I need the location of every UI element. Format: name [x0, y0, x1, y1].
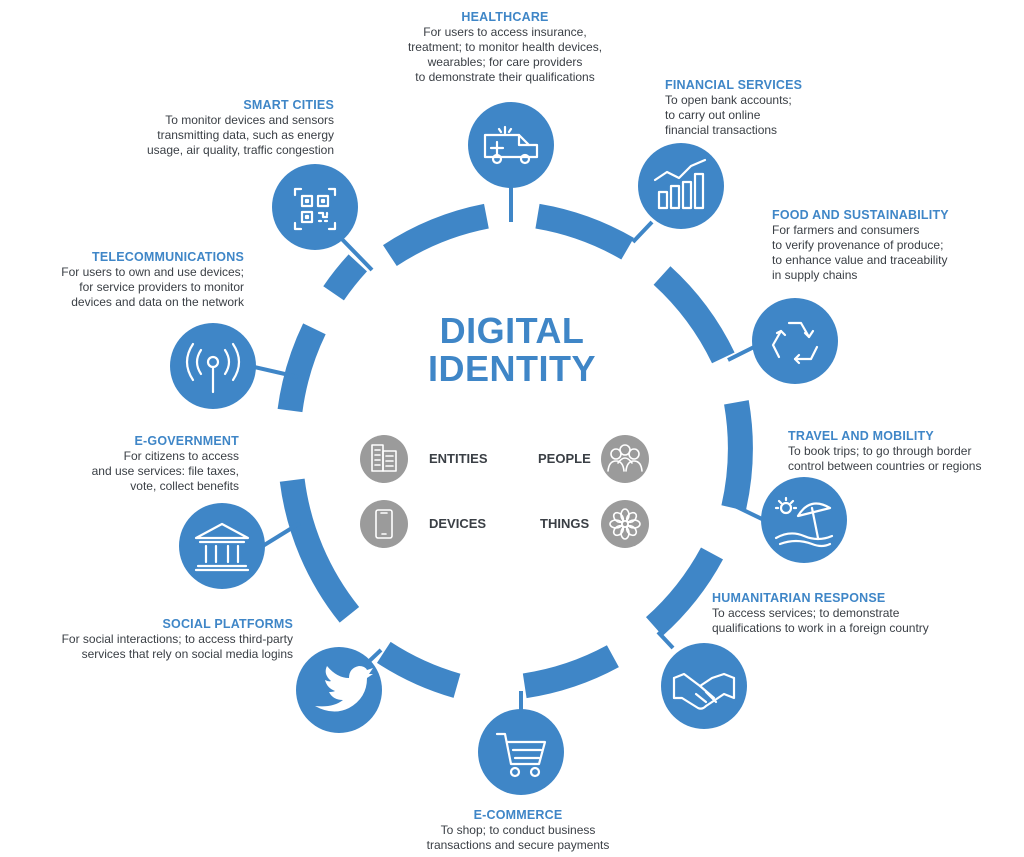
food-label: FOOD AND SUSTAINABILITY For farmers and … — [772, 208, 949, 283]
devices-node — [360, 500, 408, 548]
telecom-label: TELECOMMUNICATIONS For users to own and … — [61, 250, 244, 310]
social-title: SOCIAL PLATFORMS — [162, 617, 293, 631]
ring-segment — [277, 323, 326, 413]
ring-segment — [535, 203, 634, 260]
smartcities-label: SMART CITIES To monitor devices and sens… — [147, 98, 334, 158]
sector-node-food — [752, 298, 838, 384]
travel-title: TRAVEL AND MOBILITY — [788, 429, 934, 443]
social-label: SOCIAL PLATFORMS For social interactions… — [62, 617, 293, 662]
diagram-title: DIGITAL IDENTITY — [428, 312, 596, 388]
sector-node-financial — [638, 143, 724, 229]
humanitarian-label: HUMANITARIAN RESPONSE To access services… — [712, 591, 929, 636]
entities-label: ENTITIES — [429, 451, 488, 466]
ring-segment — [721, 400, 753, 511]
egov-label: E-GOVERNMENT For citizens to access and … — [92, 434, 239, 494]
title-line-2: IDENTITY — [427, 348, 597, 389]
ring-segment — [279, 478, 360, 623]
smartcities-title: SMART CITIES — [243, 98, 334, 112]
qr-code-icon — [293, 187, 337, 231]
connectors — [249, 186, 765, 712]
egov-title: E-GOVERNMENT — [134, 434, 239, 448]
financial-title: FINANCIAL SERVICES — [665, 78, 803, 92]
humanitarian-description: To access services; to demonstrate quali… — [712, 606, 929, 635]
beach-umbrella-icon — [774, 496, 834, 548]
shopping-cart-icon — [495, 732, 547, 778]
bar-chart-icon — [653, 158, 707, 210]
connector-line — [249, 364, 299, 379]
egov-description: For citizens to access and use services:… — [91, 449, 239, 493]
healthcare-label: HEALTHCARE For users to access insurance… — [408, 10, 602, 85]
financial-label: FINANCIAL SERVICES To open bank accounts… — [665, 78, 802, 138]
telecom-title: TELECOMMUNICATIONS — [92, 250, 244, 264]
connector-line — [734, 504, 765, 522]
ecommerce-description: To shop; to conduct business transaction… — [426, 823, 610, 852]
ring-segment — [653, 266, 735, 364]
healthcare-description: For users to access insurance, treatment… — [407, 25, 603, 84]
sector-node-travel — [761, 477, 847, 563]
smartcities-description: To monitor devices and sensors transmitt… — [147, 113, 334, 157]
humanitarian-title: HUMANITARIAN RESPONSE — [712, 591, 886, 605]
entities-node — [360, 435, 408, 483]
food-description: For farmers and consumers to verify prov… — [772, 223, 948, 282]
ambulance-icon — [483, 125, 539, 165]
ring-segment — [376, 641, 461, 698]
building-icon — [371, 444, 397, 472]
sector-node-smartcities — [272, 164, 358, 250]
ring-segment — [323, 254, 368, 301]
travel-label: TRAVEL AND MOBILITY To book trips; to go… — [788, 429, 981, 474]
ring-segment — [522, 645, 619, 699]
telecom-description: For users to own and use devices; for se… — [61, 265, 244, 309]
people-label: PEOPLE — [538, 451, 591, 466]
sector-node-egov — [179, 503, 265, 589]
people-icon — [607, 444, 643, 472]
sector-node-humanitarian — [661, 643, 747, 729]
ring-segment — [645, 547, 724, 636]
ecommerce-title: E-COMMERCE — [473, 808, 563, 822]
devices-label: DEVICES — [429, 516, 487, 531]
healthcare-title: HEALTHCARE — [461, 10, 549, 24]
things-label: THINGS — [540, 516, 590, 531]
smartphone-icon — [375, 509, 393, 539]
sector-node-ecommerce — [478, 709, 564, 795]
handshake-icon — [672, 672, 736, 710]
financial-description: To open bank accounts; to carry out onli… — [665, 93, 792, 137]
food-title: FOOD AND SUSTAINABILITY — [772, 208, 949, 222]
ecommerce-label: E-COMMERCE To shop; to conduct business … — [427, 808, 610, 853]
social-description: For social interactions; to access third… — [61, 632, 293, 661]
antenna-icon — [185, 342, 241, 394]
identity-ring — [277, 203, 753, 699]
flower-icon — [609, 508, 641, 540]
title-line-1: DIGITAL — [439, 310, 585, 351]
people-node — [601, 435, 649, 483]
ring-segment — [383, 203, 489, 267]
sector-node-healthcare — [468, 102, 554, 188]
connector-line — [631, 220, 654, 244]
travel-description: To book trips; to go through border cont… — [788, 444, 982, 473]
connector-line — [656, 630, 675, 650]
recycle-icon — [771, 321, 819, 365]
government-building-icon — [194, 522, 250, 572]
bird-icon — [315, 666, 373, 712]
things-node — [601, 500, 649, 548]
